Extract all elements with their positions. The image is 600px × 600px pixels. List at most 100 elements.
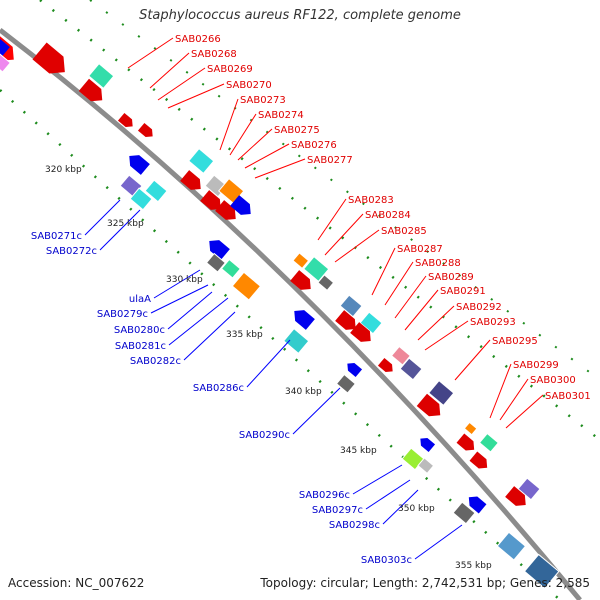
gene-feature [377, 357, 393, 373]
gene-feature [129, 187, 153, 211]
forward-gene-label[interactable]: SAB0266 [175, 34, 221, 45]
reverse-gene-label[interactable]: SAB0286c [193, 383, 244, 394]
leader-line [254, 158, 306, 179]
map-title: Staphylococcus aureus RF122, complete ge… [139, 8, 461, 23]
leader-line [168, 297, 229, 346]
reverse-gene-label[interactable]: SAB0280c [114, 325, 165, 336]
leader-line [157, 67, 206, 101]
gene-feature [117, 112, 133, 128]
gene-feature [417, 457, 435, 475]
gene-feature [283, 328, 310, 355]
forward-gene-label[interactable]: SAB0295 [492, 336, 538, 347]
gene-feature [339, 294, 363, 318]
reverse-gene-label[interactable]: SAB0279c [97, 309, 148, 320]
forward-gene-label[interactable]: SAB0287 [397, 244, 443, 255]
leader-line [84, 199, 121, 236]
forward-gene-label[interactable]: SAB0275 [274, 125, 320, 136]
reverse-gene-label[interactable]: SAB0282c [130, 356, 181, 367]
forward-gene-label[interactable]: SAB0284 [365, 210, 411, 221]
gene-feature [230, 195, 251, 215]
reverse-gene-label[interactable]: SAB0290c [239, 430, 290, 441]
forward-gene-label[interactable]: SAB0268 [191, 49, 237, 60]
gene-feature [523, 553, 560, 590]
track-line-forward [39, 0, 600, 441]
leader-line [167, 83, 225, 109]
gene-feature [335, 373, 356, 394]
leader-line [292, 387, 341, 435]
forward-gene-label[interactable]: SAB0269 [207, 64, 253, 75]
leader-line [365, 479, 411, 510]
gene-feature [292, 252, 310, 270]
gene-feature [496, 531, 527, 561]
leader-line [404, 289, 439, 331]
reverse-gene-label[interactable]: SAB0272c [46, 246, 97, 257]
gene-feature [294, 310, 315, 330]
leader-line [219, 98, 239, 151]
leader-line [150, 284, 209, 314]
gene-feature [517, 477, 541, 501]
gene-feature [231, 271, 262, 301]
leader-line [237, 128, 273, 161]
reverse-gene-label[interactable]: SAB0296c [299, 490, 350, 501]
gene-feature [0, 38, 10, 58]
leader-line [414, 524, 463, 560]
kbp-tick-label: 355 kbp [455, 561, 492, 571]
leader-line [229, 113, 257, 156]
kbp-tick-label: 330 kbp [166, 275, 203, 285]
reverse-gene-label[interactable]: SAB0303c [361, 555, 412, 566]
forward-gene-label[interactable]: SAB0291 [440, 286, 486, 297]
reverse-gene-label[interactable]: ulaA [129, 294, 151, 305]
leader-line [99, 209, 141, 251]
leader-line [417, 305, 455, 341]
gene-feature [359, 311, 383, 335]
gene-feature [188, 148, 215, 175]
accession-text: Accession: NC_007622 [8, 576, 145, 590]
gene-feature [129, 155, 150, 175]
kbp-tick-label: 325 kbp [107, 219, 144, 229]
forward-gene-label[interactable]: SAB0292 [456, 302, 502, 313]
leader-line [394, 275, 427, 319]
forward-gene-label[interactable]: SAB0273 [240, 95, 286, 106]
gene-feature [428, 380, 455, 407]
track-line-reverse [0, 89, 561, 600]
kbp-tick-label: 335 kbp [226, 330, 263, 340]
forward-gene-label[interactable]: SAB0288 [415, 258, 461, 269]
forward-gene-label[interactable]: SAB0301 [545, 391, 591, 402]
gene-feature [390, 345, 411, 366]
forward-gene-label[interactable]: SAB0285 [381, 226, 427, 237]
kbp-tick-label: 340 kbp [285, 387, 322, 397]
forward-gene-label[interactable]: SAB0299 [513, 360, 559, 371]
label-leaders [84, 37, 544, 560]
gene-feature [478, 432, 499, 453]
forward-gene-label[interactable]: SAB0277 [307, 155, 353, 166]
leader-line [167, 291, 213, 330]
gene-feature [220, 258, 241, 279]
gene-feature [144, 179, 168, 203]
forward-gene-label[interactable]: SAB0293 [470, 317, 516, 328]
gene-feature [205, 252, 226, 273]
reverse-gene-label[interactable]: SAB0297c [312, 505, 363, 516]
forward-gene-label[interactable]: SAB0276 [291, 140, 337, 151]
gene-feature [399, 357, 423, 381]
gene-feature [180, 170, 201, 190]
leader-line [334, 229, 380, 263]
reverse-gene-label[interactable]: SAB0298c [329, 520, 380, 531]
gene-feature [209, 240, 230, 260]
gene-feature [420, 437, 436, 453]
genome-summary: Topology: circular; Length: 2,742,531 bp… [260, 576, 590, 590]
gene-feature [215, 200, 236, 220]
leader-line [183, 311, 236, 361]
gene-feature [317, 274, 335, 292]
forward-gene-label[interactable]: SAB0270 [226, 80, 272, 91]
kbp-tick-label: 345 kbp [340, 446, 377, 456]
forward-gene-label[interactable]: SAB0283 [348, 195, 394, 206]
forward-gene-label[interactable]: SAB0289 [428, 272, 474, 283]
reverse-gene-label[interactable]: SAB0281c [115, 341, 166, 352]
leader-line [244, 143, 290, 169]
gene-feature [469, 451, 488, 469]
forward-gene-label[interactable]: SAB0274 [258, 110, 304, 121]
reverse-gene-label[interactable]: SAB0271c [31, 231, 82, 242]
gene-feature [335, 310, 356, 330]
forward-gene-label[interactable]: SAB0300 [530, 375, 576, 386]
kbp-tick-label: 320 kbp [45, 165, 82, 175]
